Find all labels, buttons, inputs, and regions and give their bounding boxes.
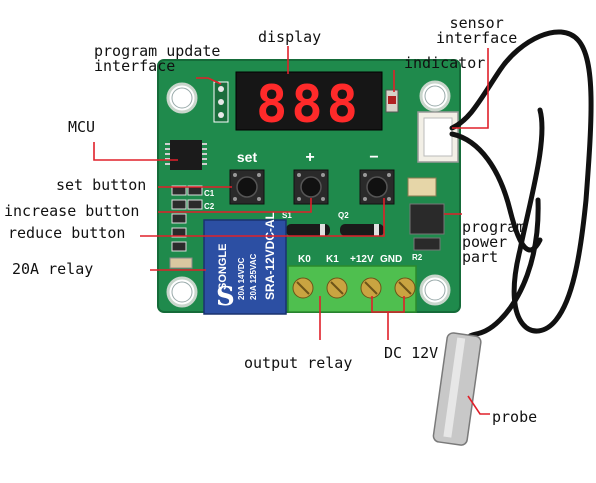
silk-plus: + — [305, 149, 314, 166]
display-digits: 888 — [256, 75, 362, 135]
program-update-header — [213, 81, 229, 123]
smd-parts — [169, 185, 203, 269]
silk-c1: C1 — [204, 189, 215, 198]
terminal-gnd: GND — [380, 254, 402, 265]
led-display: 888 — [235, 71, 383, 135]
mcu-chip — [165, 140, 207, 170]
reduce-button[interactable] — [359, 169, 395, 205]
sensor-cable — [449, 29, 594, 343]
label-probe: probe — [492, 408, 538, 426]
silk-r: R2 — [412, 253, 423, 262]
probe — [432, 332, 482, 446]
program-power-parts — [407, 177, 445, 251]
relay-spec1: 20A 14VDC — [237, 257, 246, 300]
terminal-12v: +12V — [350, 254, 374, 265]
silk-set: set — [237, 149, 258, 165]
relay-brand: SONGLE — [217, 244, 229, 290]
label-set-button: set button — [56, 176, 147, 194]
silk-q2: Q2 — [338, 211, 349, 220]
terminal-k1: K1 — [326, 254, 339, 265]
label-increase-button: increase button — [4, 202, 140, 220]
mounting-holes — [166, 80, 451, 308]
sensor-connector — [417, 111, 459, 163]
relay-20a: SRA-12VDC-AL SONGLE 20A 14VDC 20A 125VAC… — [203, 212, 287, 315]
relay-model: SRA-12VDC-AL — [263, 212, 277, 300]
silk-c2: C2 — [204, 202, 215, 211]
leader-lines — [93, 46, 490, 415]
label-mcu: MCU — [68, 118, 96, 136]
label-output-relay: output relay — [244, 354, 353, 372]
svg-text:S: S — [216, 282, 235, 312]
label-display: display — [258, 28, 322, 46]
silk-s1: S1 — [282, 211, 292, 220]
label-20a-relay: 20A relay — [12, 260, 94, 278]
relay-spec2: 20A 125VAC — [249, 254, 258, 300]
terminal-block — [287, 265, 417, 313]
label-program-power: program power part — [462, 218, 526, 266]
label-indicator: indicator — [404, 54, 486, 72]
silk-minus: − — [369, 149, 378, 166]
terminal-k0: K0 — [298, 254, 311, 265]
set-button[interactable] — [229, 169, 265, 205]
diodes — [286, 224, 384, 236]
label-dc-12v: DC 12V — [384, 344, 439, 362]
label-program-update: program update interface — [94, 42, 221, 75]
label-sensor-interface: sensor interface — [436, 14, 518, 47]
label-reduce-button: reduce button — [8, 224, 126, 242]
